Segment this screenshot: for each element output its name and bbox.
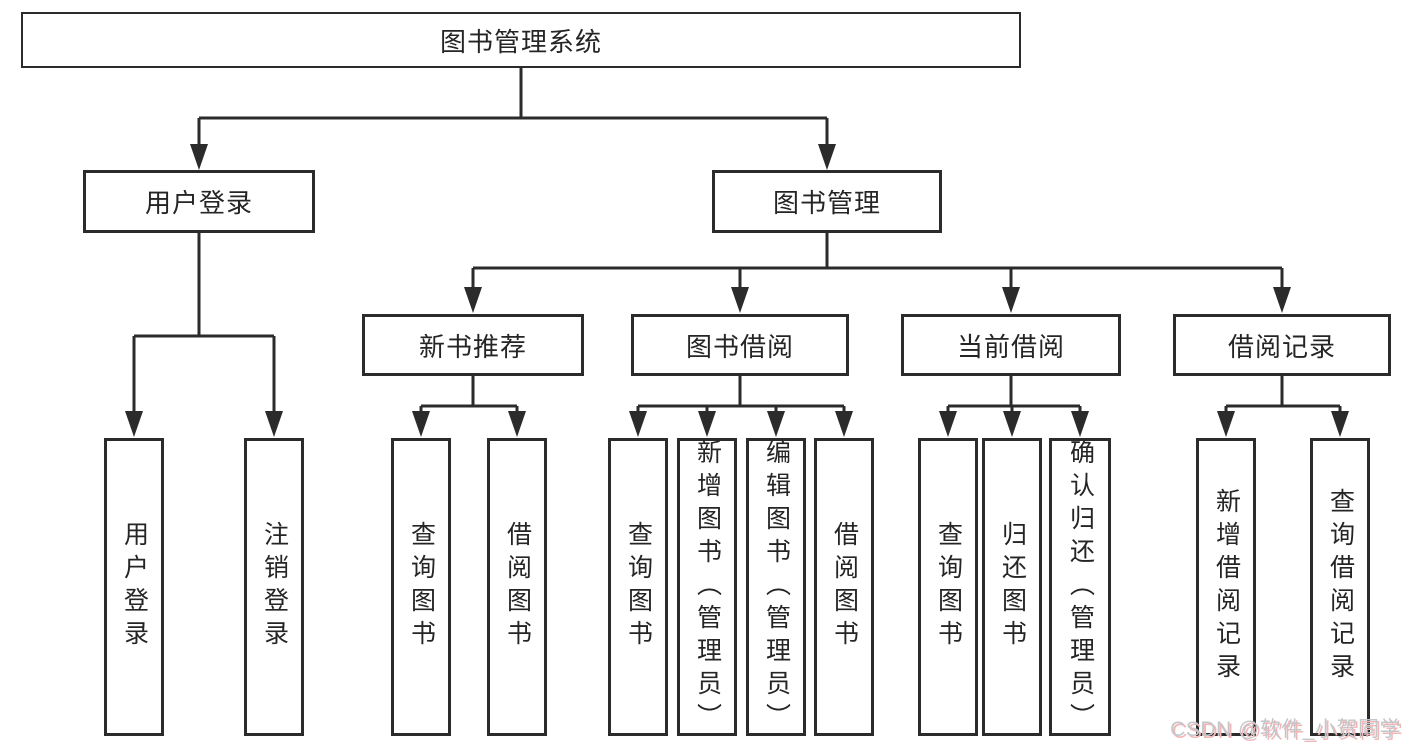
leaf-edit-book-admin-label: 编辑图书（管理员）	[762, 438, 791, 736]
leaf-query-borrow-record-label: 查询借阅记录	[1326, 488, 1355, 686]
node-borrow-records: 借阅记录	[1173, 314, 1391, 376]
node-user-login: 用户登录	[83, 170, 315, 233]
leaf-borrow-books-borrow-label: 借阅图书	[830, 521, 859, 653]
node-root-label: 图书管理系统	[439, 26, 602, 57]
connector-userlogin-to-leaves	[125, 232, 283, 437]
leaf-query-books-recommend: 查询图书	[391, 438, 451, 736]
node-user-login-label: 用户登录	[144, 188, 253, 218]
connector-bookborrow-to-leaves	[629, 376, 853, 437]
leaf-return-book-label: 归还图书	[998, 521, 1027, 653]
leaf-edit-book-admin: 编辑图书（管理员）	[746, 438, 806, 736]
node-new-book-recommend-label: 新书推荐	[418, 331, 527, 362]
leaf-borrow-books-recommend: 借阅图书	[487, 438, 547, 736]
leaf-borrow-books-borrow: 借阅图书	[814, 438, 874, 736]
leaf-query-borrow-record: 查询借阅记录	[1310, 438, 1370, 736]
leaf-query-books-recommend-label: 查询图书	[407, 521, 436, 653]
node-current-borrow: 当前借阅	[901, 314, 1121, 376]
node-book-borrow: 图书借阅	[631, 314, 849, 376]
leaf-add-borrow-record-label: 新增借阅记录	[1212, 488, 1241, 686]
leaf-confirm-return-admin: 确认归还（管理员）	[1049, 438, 1111, 736]
node-new-book-recommend: 新书推荐	[362, 314, 584, 376]
leaf-logout-label: 注销登录	[260, 521, 289, 653]
leaf-user-login: 用户登录	[104, 438, 164, 736]
leaf-logout: 注销登录	[244, 438, 304, 736]
leaf-query-books-borrow-label: 查询图书	[624, 521, 653, 653]
leaf-confirm-return-admin-label: 确认归还（管理员）	[1066, 438, 1095, 736]
node-current-borrow-label: 当前借阅	[956, 331, 1065, 362]
leaf-query-books-current: 查询图书	[918, 438, 978, 736]
node-root: 图书管理系统	[21, 12, 1021, 68]
leaf-add-book-admin-label: 新增图书（管理员）	[693, 438, 722, 736]
connector-borrowrecords-to-leaves	[1217, 376, 1349, 437]
node-book-management-label: 图书管理	[772, 188, 881, 218]
connector-root-to-level2	[190, 67, 836, 170]
node-borrow-records-label: 借阅记录	[1227, 331, 1336, 362]
connector-bookmgmt-to-level3	[464, 233, 1291, 313]
leaf-borrow-books-recommend-label: 借阅图书	[503, 521, 532, 653]
leaf-add-book-admin: 新增图书（管理员）	[677, 438, 737, 736]
leaf-return-book: 归还图书	[982, 438, 1042, 736]
node-book-borrow-label: 图书借阅	[685, 331, 794, 362]
connector-currentborrow-to-leaves	[939, 376, 1089, 437]
leaf-query-books-current-label: 查询图书	[934, 521, 963, 653]
node-book-management: 图书管理	[712, 170, 942, 233]
connector-newbook-to-leaves	[412, 376, 526, 437]
leaf-add-borrow-record: 新增借阅记录	[1196, 438, 1256, 736]
leaf-query-books-borrow: 查询图书	[608, 438, 668, 736]
leaf-user-login-label: 用户登录	[120, 521, 149, 653]
csdn-watermark: CSDN @软件_小贺同学	[1170, 718, 1401, 741]
